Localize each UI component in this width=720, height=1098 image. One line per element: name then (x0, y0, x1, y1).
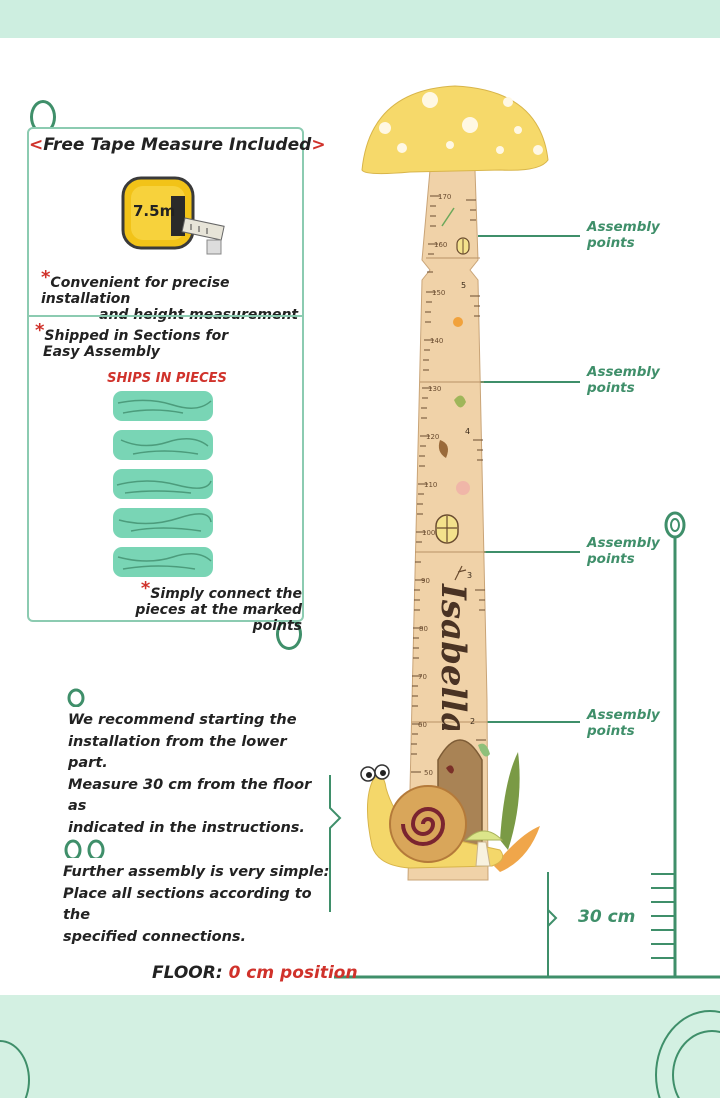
section-number: 4 (465, 427, 470, 436)
piece-icon (113, 508, 213, 538)
tape-measure-icon: 7.5m (121, 176, 225, 255)
ships-in-pieces-label: SHIPS IN PIECES (107, 371, 227, 386)
section-number: 5 (461, 281, 466, 290)
cm-label: 70 (418, 673, 427, 681)
cm-label: 140 (430, 337, 443, 345)
cm-label: 110 (424, 481, 437, 489)
tape-box-title: <Free Tape Measure Included> (29, 135, 326, 155)
connect-note: *Simply connect the pieces at the marked… (135, 578, 302, 635)
section-number: 2 (470, 717, 475, 726)
cm-label: 160 (434, 241, 447, 249)
box-divider (29, 315, 302, 317)
step-two-icon (64, 839, 105, 858)
cm-label: 100 (422, 529, 435, 537)
cm-label: 50 (424, 769, 433, 777)
section-number: 3 (467, 571, 472, 580)
assembly-point-label: Assembly points (587, 535, 660, 567)
piece-icon (113, 391, 213, 421)
child-name-text: Isabella (433, 583, 473, 730)
info-box: <Free Tape Measure Included> 7.5m *Conve… (27, 127, 326, 634)
instruction-step-2: Further assembly is very simple: Place a… (63, 864, 330, 945)
cm-label: 150 (432, 289, 445, 297)
cm-label: 120 (426, 433, 439, 441)
step-one-icon (67, 688, 85, 707)
cm-label: 170 (438, 193, 451, 201)
cm-label: 80 (419, 625, 428, 633)
cm-label: 90 (421, 577, 430, 585)
tape-label: 7.5m (133, 202, 175, 220)
assembly-point-label: Assembly points (587, 364, 660, 396)
piece-icon (113, 469, 213, 499)
sections-note: *Shipped in Sections for Easy Assembly (35, 320, 229, 361)
top-band (0, 0, 720, 38)
cm-label: 60 (418, 721, 427, 729)
offset-label: 30 cm (578, 907, 636, 927)
assembly-point-label: Assembly points (587, 707, 660, 739)
assembly-point-label: Assembly points (587, 219, 660, 251)
floor-label: FLOOR: 0 cm position (152, 963, 358, 983)
piece-icon (113, 430, 213, 460)
bottom-band (0, 995, 720, 1098)
svg-text:Isabella: Isabella (433, 583, 473, 730)
cm-label: 130 (428, 385, 441, 393)
instruction-step-1: We recommend starting the installation f… (68, 712, 312, 836)
piece-icon (113, 547, 213, 577)
